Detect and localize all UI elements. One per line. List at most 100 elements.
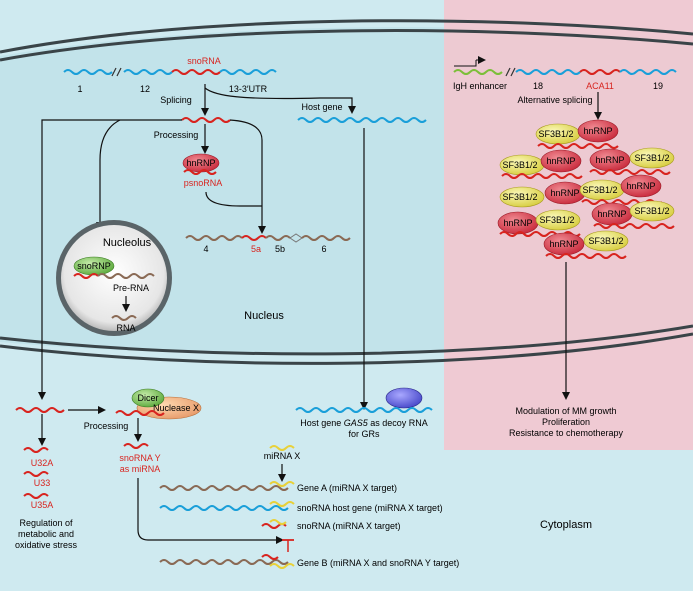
gas5-line-1: Host gene GAS5 as decoy RNA	[300, 418, 428, 428]
nucleus-label: Nucleus	[244, 310, 284, 322]
dicer-bound-strand	[115, 410, 165, 416]
splicing-complex-5: SF3B1/2 hnRNP	[579, 174, 663, 205]
complex-strand	[581, 199, 663, 205]
hnrnp-label: hnRNP	[626, 181, 655, 191]
u35a-label: U35A	[31, 500, 54, 510]
to-exon5-arrow	[229, 119, 266, 234]
u33-strand	[23, 471, 49, 477]
sf3b1-label: SF3B1/2	[538, 129, 573, 139]
splicing-label: Splicing	[160, 95, 192, 105]
break-mark-2	[505, 67, 516, 77]
regulation-line-3: oxidative stress	[15, 540, 78, 550]
snorna-y-label-2: as miRNA	[120, 464, 161, 474]
spliced-snorna-strand	[181, 117, 231, 123]
gas5-strand	[295, 407, 433, 413]
gene-b-strand	[159, 559, 289, 565]
hnrnp-label: hnRNP	[595, 155, 624, 165]
exon-5a-label: 5a	[251, 244, 261, 254]
sf3b1-bubble	[583, 230, 629, 252]
exon-5a-strand	[241, 235, 267, 241]
exon-1-label: 1	[77, 84, 82, 94]
nucleolus-label: Nucleolus	[103, 237, 152, 249]
snorna-target-label: snoRNA (miRNA X target)	[297, 521, 401, 531]
splicing-complex-7: hnRNP SF3B1/2	[591, 200, 675, 229]
nuclear-envelope-top-outer	[0, 19, 693, 54]
psnorna-to-exon-connector	[205, 191, 262, 207]
exon-13-label: 13-3′UTR	[229, 84, 268, 94]
hnrnp-bubble	[620, 174, 662, 198]
sf3b1-label: SF3B1/2	[634, 153, 669, 163]
splicing-complex-6: hnRNP SF3B1/2	[497, 209, 581, 237]
sf3b1-label: SF3B1/2	[539, 215, 574, 225]
snorna-y-to-gene-b-arrow	[137, 478, 284, 544]
exon-1-strand	[63, 69, 113, 75]
nucleolus-snorna-strand	[73, 273, 99, 279]
mirna-x-label: miRNA X	[264, 451, 301, 461]
cytoplasm-snorna-strand	[15, 407, 65, 413]
psnorna-label: psnoRNA	[184, 178, 223, 188]
exon-4-strand	[185, 235, 243, 241]
cytoplasm-label: Cytoplasm	[540, 519, 592, 531]
exon-19-label: 19	[653, 81, 663, 91]
mm-effect-1: Modulation of MM growth	[515, 406, 616, 416]
splicing-complex-2: SF3B1/2 hnRNP	[499, 149, 583, 179]
pre-rna-strand	[97, 273, 155, 279]
break-mark	[111, 67, 122, 77]
nuclear-envelope-top-inner	[0, 29, 693, 62]
exon-5b-label: 5b	[275, 244, 285, 254]
complex-strand	[593, 223, 675, 229]
exon-19-strand	[619, 69, 677, 75]
dicer-label: Dicer	[137, 393, 158, 403]
gene-a-label: Gene A (miRNA X target)	[297, 483, 397, 493]
hnrnp-label: hnRNP	[546, 156, 575, 166]
regulation-line-2: metabolic and	[18, 529, 74, 539]
hnrnp-bubble	[540, 149, 582, 173]
exon-13-strand	[219, 69, 277, 75]
mm-effect-2: Proliferation	[542, 417, 590, 427]
nucleolus-body	[61, 225, 167, 331]
sf3b1-label: SF3B1/2	[582, 185, 617, 195]
sf3b1-label: SF3B1/2	[634, 206, 669, 216]
exon-12-label: 12	[140, 84, 150, 94]
gas5-line-2: for GRs	[348, 429, 380, 439]
dicer-bubble	[131, 388, 165, 408]
host-gene-mirna-bound	[269, 501, 295, 507]
gas5-gene: GAS5	[344, 418, 369, 428]
exon-18-strand	[515, 69, 581, 75]
mirna-x-strand	[269, 445, 295, 451]
splicing-complex-8: hnRNP SF3B1/2	[543, 230, 629, 259]
hnrnp-label: hnRNP	[186, 158, 215, 168]
igh-enhancer-strand	[453, 69, 503, 75]
gas5-post: as decoy RNA	[368, 418, 428, 428]
gene-b-label: Gene B (miRNA X and snoRNA Y target)	[297, 558, 459, 568]
snornp-label: snoRNP	[77, 261, 111, 271]
sf3b1-label: SF3B1/2	[588, 236, 623, 246]
nuclease-x-label: Nuclease X	[153, 403, 199, 413]
sf3b1-bubble	[535, 209, 581, 231]
gene-a-strand	[159, 485, 289, 491]
u32a-label: U32A	[31, 458, 54, 468]
sf3b1-label: SF3B1/2	[502, 160, 537, 170]
regulation-line-1: Regulation of	[19, 518, 73, 528]
u32a-strand	[23, 447, 49, 453]
exon-6-label: 6	[321, 244, 326, 254]
to-cytoplasm-snorna-arrow	[38, 119, 182, 400]
rna-strand	[111, 315, 137, 321]
hnrnp-label: hnRNP	[549, 239, 578, 249]
gas5-pre: Host gene	[300, 418, 344, 428]
aca11-label: ACA11	[586, 81, 614, 91]
nuclear-envelope-bottom-outer	[0, 332, 693, 365]
snorna-y-strand	[123, 443, 149, 449]
mm-effect-3: Resistance to chemotherapy	[509, 428, 624, 438]
host-gene-strand	[297, 117, 427, 123]
snorna-host-target-label: snoRNA host gene (miRNA X target)	[297, 503, 443, 513]
snorna-strand	[171, 69, 221, 75]
u33-label: U33	[34, 478, 51, 488]
processing-2-label: Processing	[84, 421, 129, 431]
complex-strand	[501, 173, 583, 179]
exon-4-label: 4	[203, 244, 208, 254]
to-host-gene-arrow	[204, 87, 356, 114]
sf3b1-bubble	[629, 147, 675, 169]
pre-rna-label: Pre-RNA	[113, 283, 149, 293]
